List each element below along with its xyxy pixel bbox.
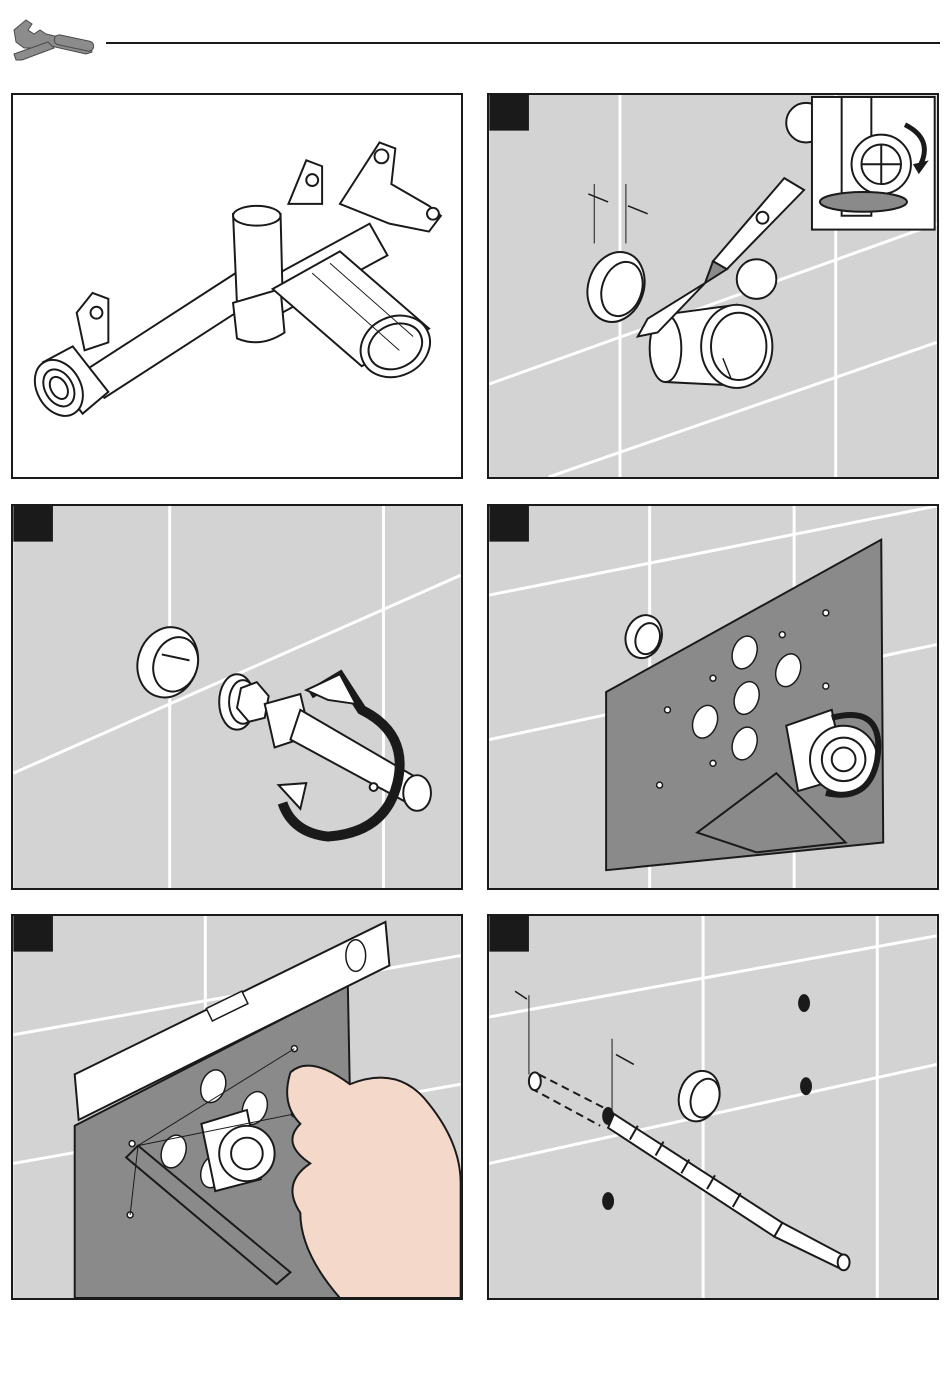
panel-step-mark-holes [11, 914, 463, 1300]
drill-holes-illustration [489, 916, 937, 1298]
mount-plate-illustration [489, 506, 937, 888]
panel-step-cut-sleeve [487, 93, 939, 479]
step-badge [489, 95, 529, 131]
valve-body-illustration [13, 95, 461, 477]
step-badge [489, 916, 529, 952]
panel-valve-overview [11, 93, 463, 479]
panel-step-drill-holes [487, 914, 939, 1300]
wrench-screwdriver-icon [8, 8, 98, 68]
cut-sleeve-illustration [489, 95, 937, 477]
panel-step-screw-fitting [11, 504, 463, 890]
screw-fitting-illustration [13, 506, 461, 888]
header-divider [106, 42, 940, 44]
mark-holes-illustration [13, 916, 461, 1298]
panel-step-mount-plate [487, 504, 939, 890]
step-badge [489, 506, 529, 542]
step-badge [13, 506, 53, 542]
step-badge [13, 916, 53, 952]
